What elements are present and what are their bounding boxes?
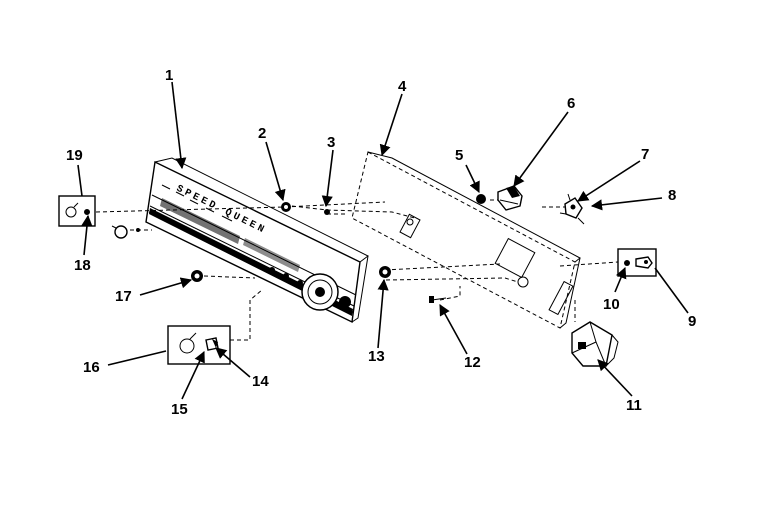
- part-17-knob: [191, 270, 203, 282]
- part-19-knob-kit: [58, 195, 96, 227]
- leader-lines: [77, 81, 689, 400]
- callout-14: 14: [252, 373, 269, 390]
- rear-control-housing: [351, 151, 581, 329]
- callout-11: 11: [626, 397, 642, 414]
- part-16-knob-kit: [167, 325, 231, 365]
- callout-19: 19: [66, 147, 83, 164]
- part-13-knob: [379, 266, 391, 278]
- callout-5: 5: [455, 147, 463, 164]
- callout-6: 6: [567, 95, 575, 112]
- loose-knob: [111, 225, 140, 239]
- part-5-nut: [476, 194, 486, 204]
- callout-10: 10: [603, 296, 620, 313]
- callout-2: 2: [258, 125, 266, 142]
- part-2-knob: [281, 202, 291, 212]
- callout-13: 13: [368, 348, 385, 365]
- callout-4: 4: [398, 78, 407, 95]
- part-11-timer: [571, 321, 619, 367]
- callout-1: 1: [165, 67, 173, 84]
- callout-9: 9: [688, 313, 696, 330]
- callout-17: 17: [115, 288, 132, 305]
- callout-7: 7: [641, 146, 649, 163]
- callout-labels: 1 2 3 4 5 6 7 8 9 10 11 12 13 14 15 16 1…: [66, 67, 696, 418]
- callout-8: 8: [668, 187, 676, 204]
- callout-12: 12: [464, 354, 481, 371]
- part-3-washer: [324, 209, 330, 215]
- callout-18: 18: [74, 257, 91, 274]
- callout-16: 16: [83, 359, 100, 376]
- part-6-switch: [497, 185, 523, 211]
- front-control-panel: SPEED QUEEN: [145, 157, 369, 324]
- callout-3: 3: [327, 134, 335, 151]
- callout-15: 15: [171, 401, 188, 418]
- part-12-screw: [429, 296, 447, 303]
- part-7-bracket: [559, 193, 585, 225]
